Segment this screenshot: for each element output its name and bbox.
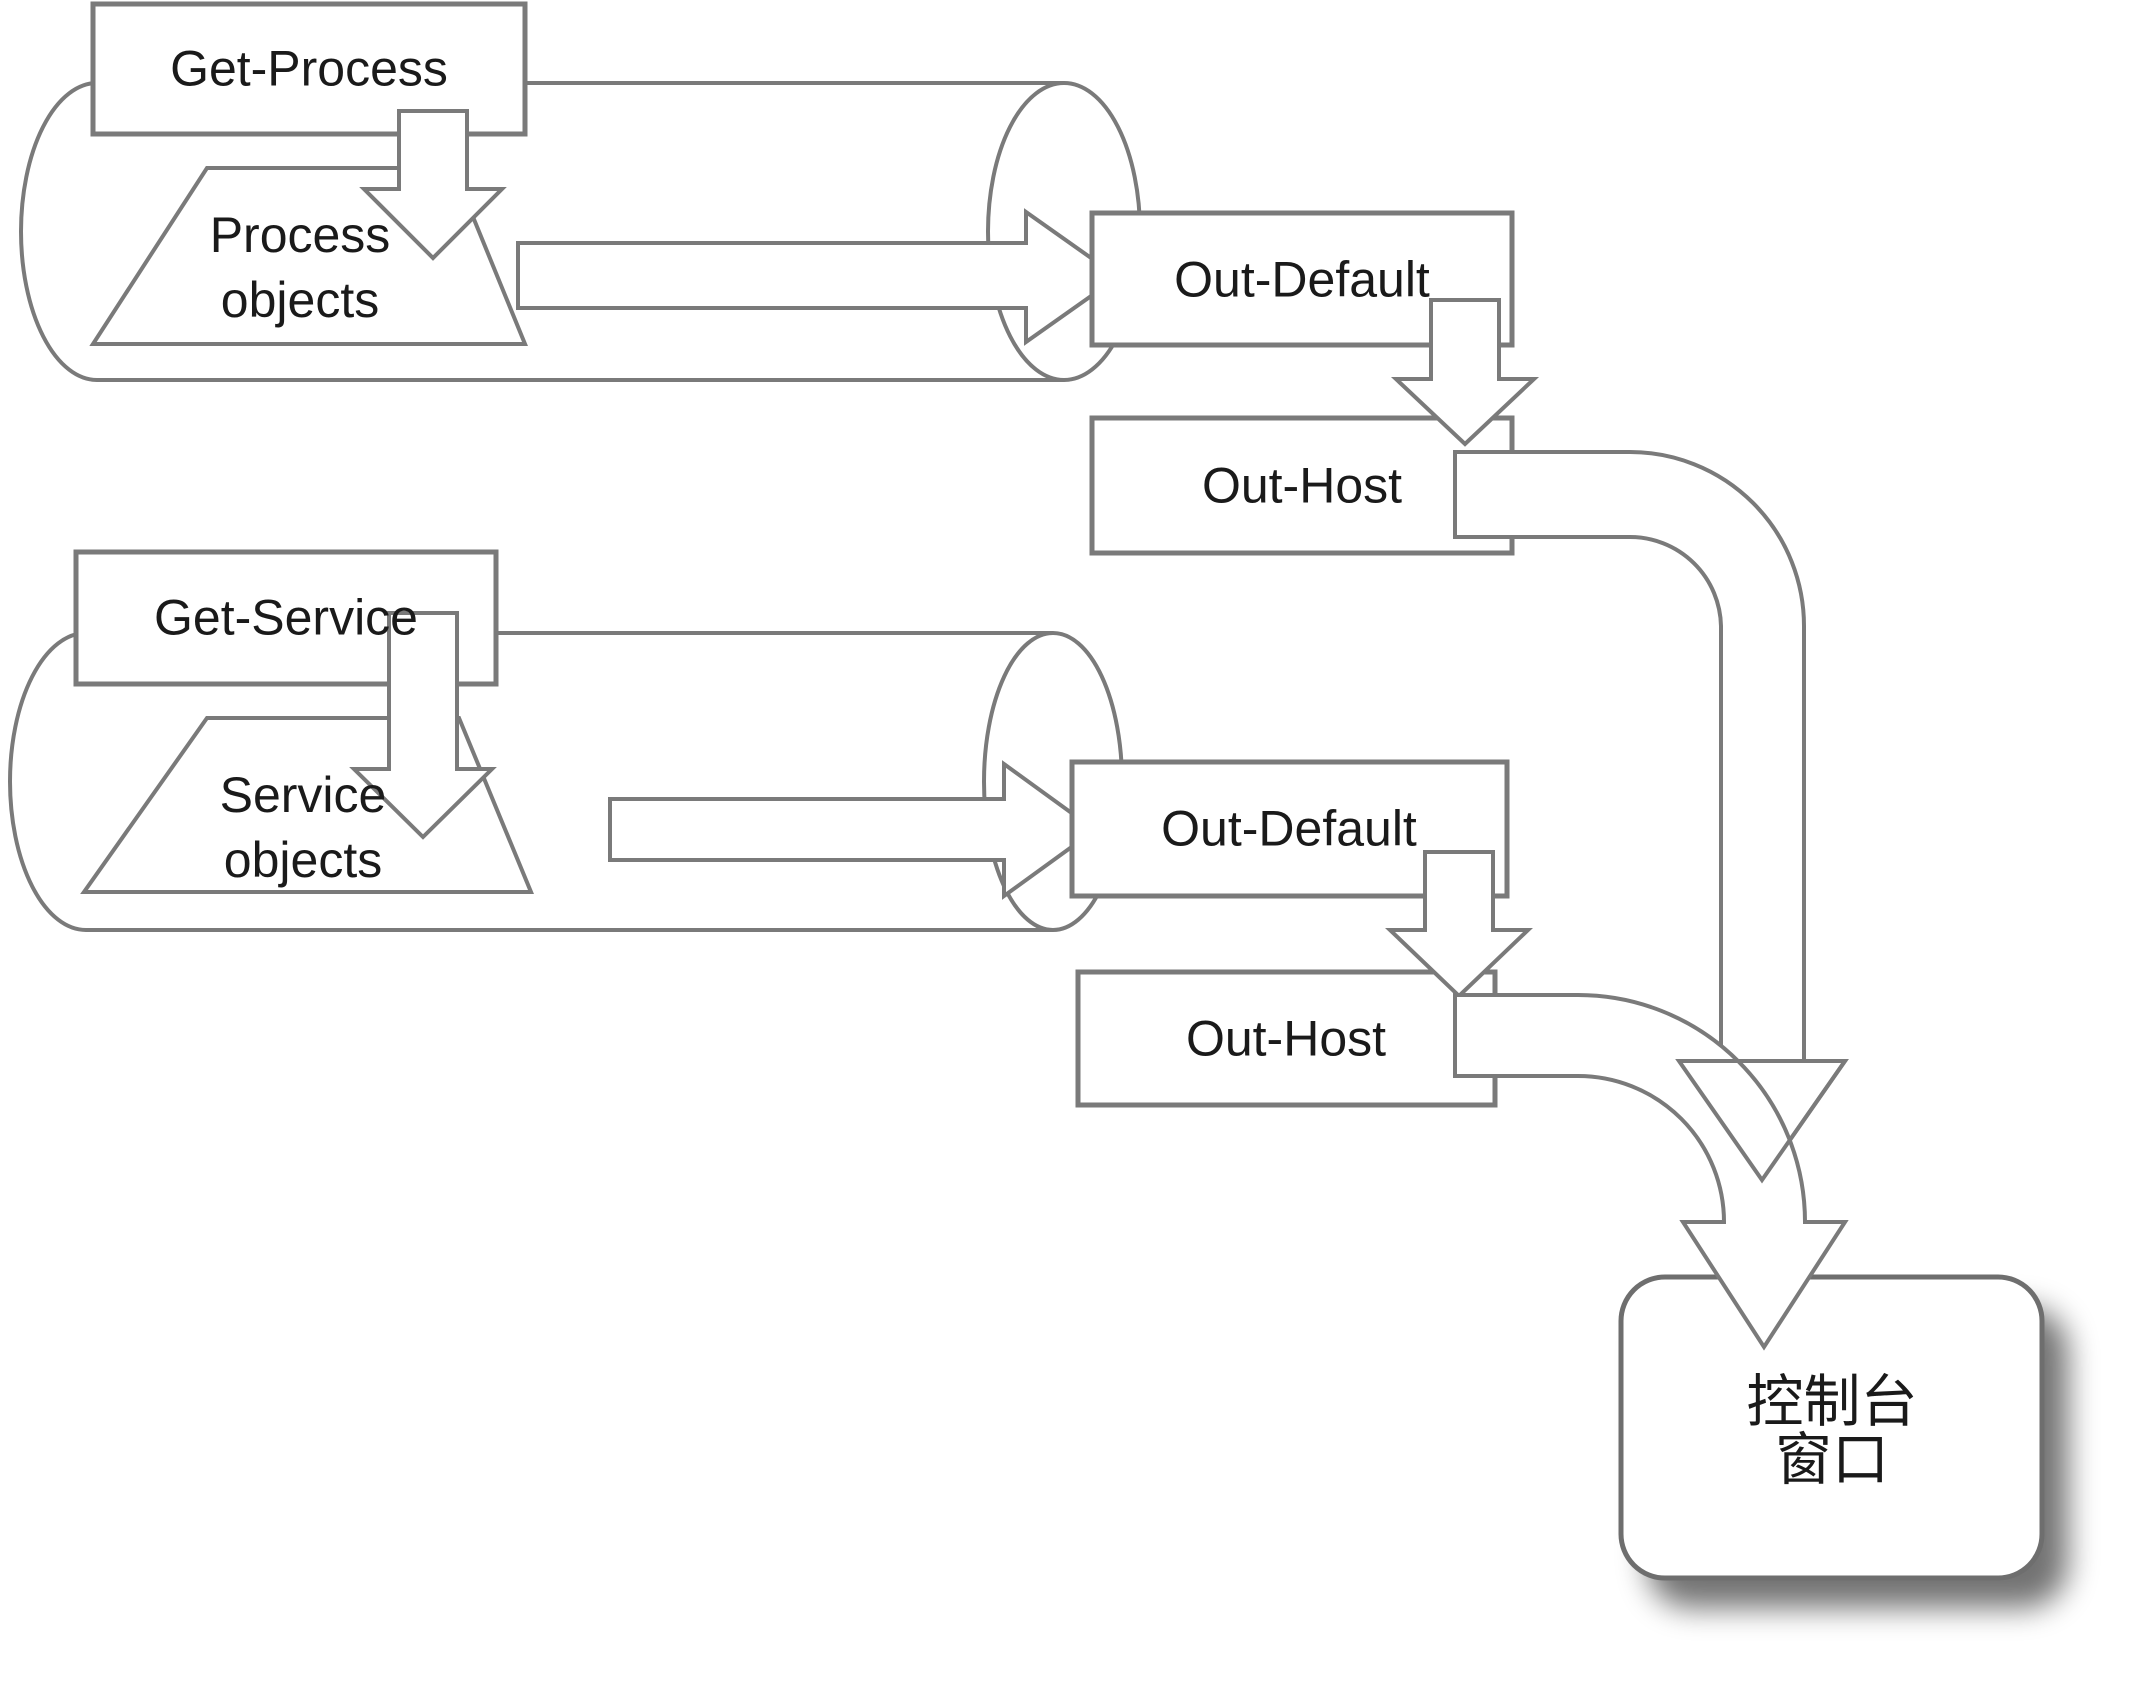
out-host-1-arrowhead-outline bbox=[1675, 1059, 1849, 1184]
out-host-1-label: Out-Host bbox=[1201, 457, 1403, 514]
out-default-2-to-out-host-2-arrow bbox=[1385, 850, 1533, 999]
out-default-1-to-out-host-1-arrow bbox=[1390, 298, 1540, 447]
get-process-to-objects-arrow bbox=[359, 109, 507, 261]
out-host-box-2 bbox=[1075, 969, 1498, 1108]
get-process-box bbox=[90, 1, 528, 137]
pipeline-2-flow-arrow bbox=[608, 760, 1099, 900]
get-service-label: Get-Service bbox=[154, 589, 418, 646]
out-default-1-label: Out-Default bbox=[1174, 251, 1430, 308]
get-process-label: Get-Process bbox=[170, 40, 448, 97]
service-objects-label: Service objects bbox=[219, 767, 387, 888]
out-host-2-label: Out-Host bbox=[1185, 1010, 1387, 1067]
pipeline-1-flow-arrow bbox=[516, 208, 1122, 346]
console-label-line-1: 控制台 bbox=[1746, 1369, 1918, 1434]
out-host-1-to-console-arrow bbox=[1453, 450, 1849, 1184]
console-window-box bbox=[1618, 1274, 2045, 1581]
console-window-label: 控制台 窗口 bbox=[1747, 1373, 1918, 1489]
get-service-to-objects-arrow bbox=[349, 611, 497, 840]
console-label-line-2: 窗口 bbox=[1775, 1428, 1889, 1492]
out-host-2-to-console-arrow bbox=[1453, 993, 1849, 1351]
out-host-box-1 bbox=[1089, 415, 1515, 556]
process-objects-label: Process objects bbox=[209, 207, 391, 328]
out-default-2-label: Out-Default bbox=[1161, 800, 1417, 857]
